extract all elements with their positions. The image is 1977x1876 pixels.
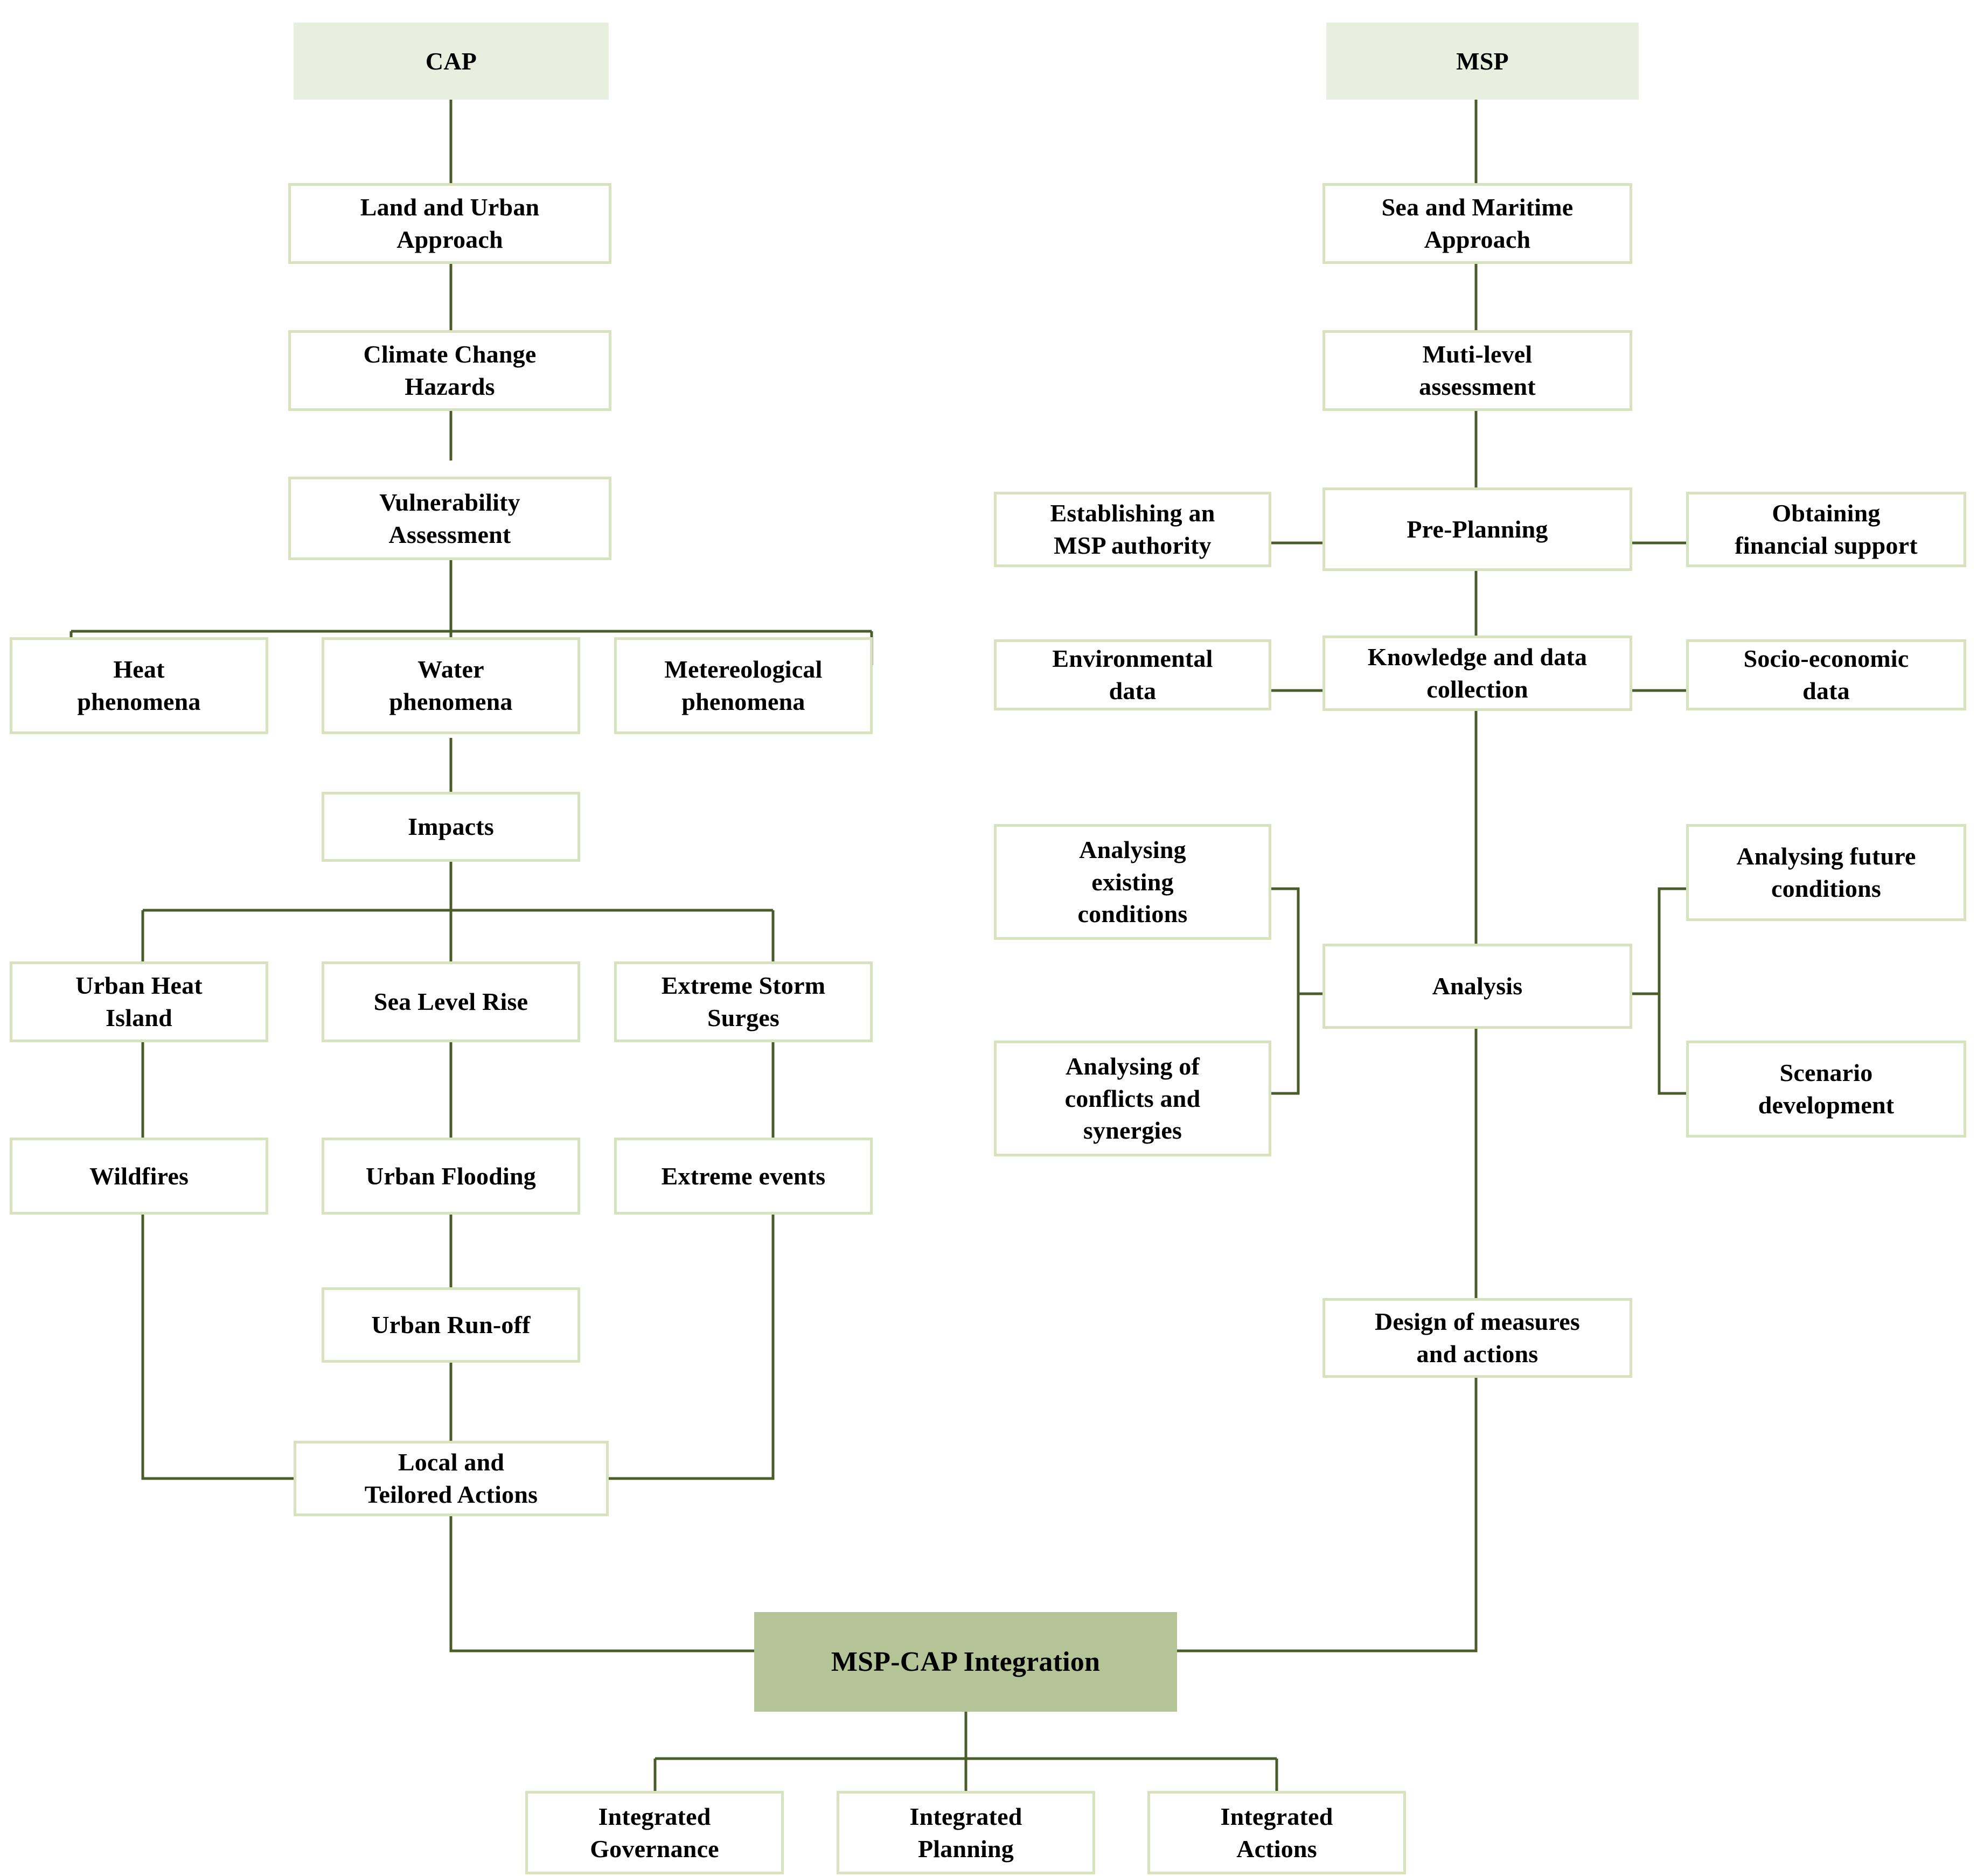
msp-node-approach[interactable]: Sea and Maritime Approach: [1322, 183, 1632, 264]
cap-node-extreme-storm-surges[interactable]: Extreme Storm Surges: [614, 961, 873, 1042]
cap-node-sea-level-rise[interactable]: Sea Level Rise: [322, 961, 580, 1042]
msp-node-financial-support[interactable]: Obtaining financial support: [1686, 492, 1966, 567]
cap-node-urban-heat-island[interactable]: Urban Heat Island: [10, 961, 268, 1042]
msp-node-pre-planning[interactable]: Pre-Planning: [1322, 487, 1632, 571]
cap-header[interactable]: CAP: [294, 23, 609, 100]
cap-node-water-phenomena[interactable]: Water phenomena: [322, 637, 580, 734]
wire-design-to-integration: [1177, 1376, 1478, 1652]
msp-authority-label: Establishing an MSP authority: [1050, 499, 1215, 559]
cap-water-label: Water phenomena: [389, 655, 513, 715]
msp-node-scenario-development[interactable]: Scenario development: [1686, 1041, 1966, 1138]
msp-socio-label: Socio-economic data: [1743, 645, 1909, 705]
integration-outcome-planning[interactable]: Integrated Planning: [837, 1791, 1095, 1874]
wire-analysis-right-bracket: [1658, 887, 1686, 1095]
cap-header-label: CAP: [425, 47, 477, 75]
integration-planning-label: Integrated Planning: [909, 1802, 1022, 1863]
cap-hazards-label: Climate Change Hazards: [363, 340, 537, 400]
wire-wildfires-to-local: [141, 1212, 298, 1480]
msp-header-label: MSP: [1456, 47, 1509, 75]
cap-node-impacts[interactable]: Impacts: [322, 792, 580, 862]
cap-node-hazards[interactable]: Climate Change Hazards: [288, 330, 611, 411]
msp-approach-label: Sea and Maritime Approach: [1381, 193, 1574, 253]
cap-storm-label: Extreme Storm Surges: [661, 972, 826, 1031]
cap-node-vulnerability[interactable]: Vulnerability Assessment: [288, 477, 611, 560]
integration-outcome-actions[interactable]: Integrated Actions: [1147, 1791, 1406, 1874]
msp-node-multi-level[interactable]: Muti-level assessment: [1322, 330, 1632, 411]
cap-flooding-label: Urban Flooding: [366, 1162, 536, 1190]
cap-node-local-actions[interactable]: Local and Teilored Actions: [294, 1441, 609, 1516]
integration-title: MSP-CAP Integration: [831, 1646, 1101, 1677]
msp-design-label: Design of measures and actions: [1375, 1308, 1580, 1368]
cap-slr-label: Sea Level Rise: [373, 988, 528, 1016]
msp-node-knowledge-collection[interactable]: Knowledge and data collection: [1322, 636, 1632, 711]
cap-impacts-label: Impacts: [408, 813, 494, 841]
cap-node-approach[interactable]: Land and Urban Approach: [288, 183, 611, 264]
msp-analysis-label: Analysis: [1432, 972, 1523, 1000]
msp-node-environmental-data[interactable]: Environmental data: [994, 639, 1271, 710]
cap-meteorological-label: Metereological phenomena: [664, 655, 823, 715]
msp-header[interactable]: MSP: [1326, 23, 1639, 100]
msp-analysing-future-label: Analysing future conditions: [1736, 842, 1916, 902]
cap-approach-label: Land and Urban Approach: [360, 193, 540, 253]
msp-node-analysis[interactable]: Analysis: [1322, 944, 1632, 1029]
msp-node-analysing-future[interactable]: Analysing future conditions: [1686, 824, 1966, 921]
integration-outcome-governance[interactable]: Integrated Governance: [525, 1791, 784, 1874]
integration-governance-label: Integrated Governance: [590, 1802, 719, 1863]
msp-multilevel-label: Muti-level assessment: [1419, 340, 1536, 400]
wire-extreme-to-local: [604, 1212, 775, 1480]
cap-node-meteorological-phenomena[interactable]: Metereological phenomena: [614, 637, 873, 734]
cap-node-extreme-events[interactable]: Extreme events: [614, 1138, 873, 1215]
msp-node-socio-economic-data[interactable]: Socio-economic data: [1686, 639, 1966, 710]
cap-node-urban-flooding[interactable]: Urban Flooding: [322, 1138, 580, 1215]
cap-node-urban-runoff[interactable]: Urban Run-off: [322, 1287, 580, 1363]
msp-node-establishing-authority[interactable]: Establishing an MSP authority: [994, 492, 1271, 567]
msp-analysing-existing-label: Analysing existing conditions: [1077, 835, 1188, 928]
msp-node-analysing-conflicts[interactable]: Analysing of conflicts and synergies: [994, 1041, 1271, 1156]
msp-knowledge-label: Knowledge and data collection: [1367, 643, 1588, 703]
integration-node[interactable]: MSP-CAP Integration: [754, 1612, 1177, 1712]
msp-node-analysing-existing[interactable]: Analysing existing conditions: [994, 824, 1271, 940]
wire-analysis-left-bracket: [1271, 887, 1300, 1095]
msp-envdata-label: Environmental data: [1052, 645, 1213, 705]
msp-scenario-label: Scenario development: [1758, 1059, 1895, 1119]
cap-node-heat-phenomena[interactable]: Heat phenomena: [10, 637, 268, 734]
cap-runoff-label: Urban Run-off: [371, 1311, 531, 1339]
msp-node-design-measures[interactable]: Design of measures and actions: [1322, 1298, 1632, 1378]
msp-financial-label: Obtaining financial support: [1735, 499, 1918, 559]
cap-local-actions-label: Local and Teilored Actions: [364, 1448, 538, 1508]
cap-wildfires-label: Wildfires: [89, 1162, 189, 1190]
integration-actions-label: Integrated Actions: [1220, 1802, 1333, 1863]
msp-analysing-conflicts-label: Analysing of conflicts and synergies: [1064, 1052, 1201, 1145]
cap-node-wildfires[interactable]: Wildfires: [10, 1138, 268, 1215]
cap-vulnerability-label: Vulnerability Assessment: [379, 488, 520, 548]
cap-uhi-label: Urban Heat Island: [75, 972, 203, 1031]
cap-extreme-label: Extreme events: [661, 1162, 826, 1190]
msp-preplanning-label: Pre-Planning: [1407, 515, 1548, 543]
wire-local-to-integration: [449, 1514, 754, 1652]
cap-heat-label: Heat phenomena: [77, 655, 201, 715]
